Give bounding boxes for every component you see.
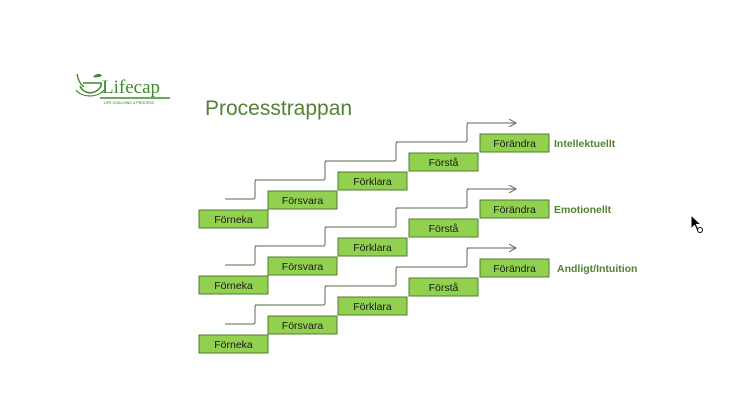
step-box bbox=[267, 256, 338, 276]
step-box bbox=[198, 334, 269, 354]
progress-arrow-line bbox=[225, 189, 516, 266]
mouse-pointer-busy-icon bbox=[690, 213, 704, 239]
slide-title: Processtrappan bbox=[205, 97, 353, 120]
step-box bbox=[267, 190, 338, 210]
logo-text: Lifecap bbox=[102, 77, 160, 98]
progress-arrow-line bbox=[225, 123, 516, 200]
step-box bbox=[337, 171, 408, 191]
step-label: Förneka bbox=[214, 280, 253, 292]
lifecap-logo: Lifecap LIFE COACHING & PROCESS bbox=[74, 68, 174, 108]
step-box bbox=[479, 133, 550, 153]
step-box bbox=[408, 218, 479, 238]
step-label: Förklara bbox=[353, 242, 392, 254]
step-box bbox=[198, 209, 269, 229]
logo-tagline: LIFE COACHING & PROCESS bbox=[104, 101, 155, 105]
step-label: Förklara bbox=[353, 176, 392, 188]
step-label: Förklara bbox=[353, 301, 392, 313]
step-label: Försvara bbox=[282, 195, 324, 207]
step-label: Förändra bbox=[493, 204, 536, 216]
step-box bbox=[408, 152, 479, 172]
step-label: Förstå bbox=[429, 157, 459, 169]
teapot-leaf-icon: Lifecap LIFE COACHING & PROCESS bbox=[75, 73, 170, 105]
step-box bbox=[408, 277, 479, 297]
row-label: Emotionellt bbox=[554, 204, 612, 216]
step-box bbox=[198, 275, 269, 295]
step-label: Förändra bbox=[493, 263, 536, 275]
step-label: Försvara bbox=[282, 320, 324, 332]
row-label: Intellektuellt bbox=[554, 138, 616, 150]
step-box bbox=[479, 258, 550, 278]
progress-arrow-line bbox=[225, 248, 516, 325]
row-label: Andligt/Intuition bbox=[557, 263, 637, 275]
step-label: Försvara bbox=[282, 261, 324, 273]
step-box bbox=[337, 237, 408, 257]
step-label: Förneka bbox=[214, 339, 253, 351]
step-box bbox=[337, 296, 408, 316]
step-label: Förändra bbox=[493, 138, 536, 150]
step-label: Förstå bbox=[429, 282, 459, 294]
step-label: Förneka bbox=[214, 214, 253, 226]
step-label: Förstå bbox=[429, 223, 459, 235]
step-box bbox=[267, 315, 338, 335]
step-box bbox=[479, 199, 550, 219]
